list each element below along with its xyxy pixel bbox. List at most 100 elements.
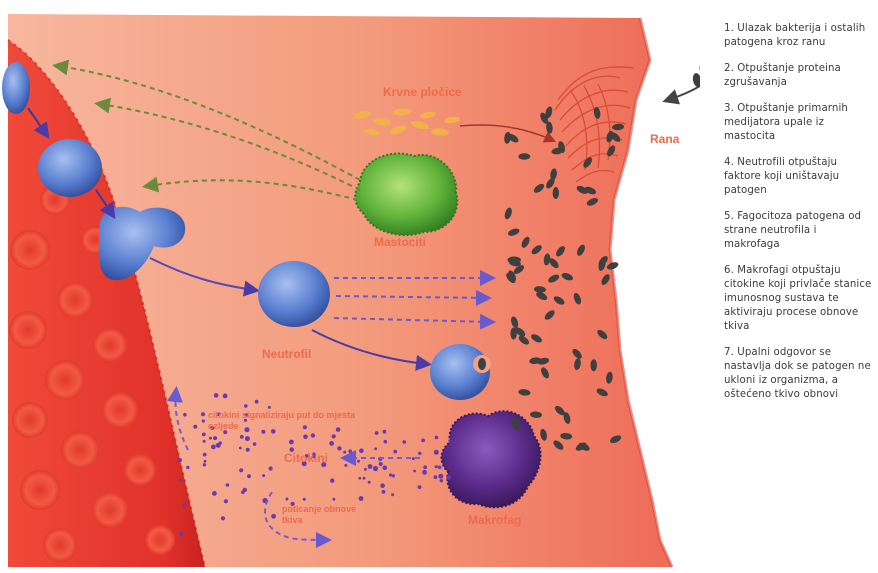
cytokine-dot xyxy=(435,436,439,440)
cytokine-dot xyxy=(224,499,228,503)
cytokine-dot xyxy=(179,532,183,536)
cytokine-dot xyxy=(359,496,364,501)
cytokine-dot xyxy=(418,452,421,455)
cytokine-dot xyxy=(343,451,346,454)
neutrophil-label: Neutrofil xyxy=(262,347,311,361)
cytokine-dot xyxy=(183,413,187,417)
step-list: 1. Ulazak bakterija i ostalih patogena k… xyxy=(724,22,874,414)
neutrophil-cell xyxy=(258,261,330,327)
cytokine-dot xyxy=(373,466,378,471)
cytokine-dot xyxy=(214,393,219,398)
tissue-repair-label-line1: poticanje obnove xyxy=(282,504,356,514)
cytokine-dot xyxy=(261,430,265,434)
cytokine-dot xyxy=(418,485,422,489)
cytokine-dot xyxy=(262,474,265,477)
cytokine-dot xyxy=(219,441,222,444)
step-6: 6. Makrofagi otpuštaju citokine koji pri… xyxy=(724,264,874,334)
cytokine-dot xyxy=(383,430,387,434)
cytokine-dot xyxy=(438,466,442,470)
cytokine-dot xyxy=(239,468,243,472)
cytokine-dot xyxy=(337,446,341,450)
cytokine-dot xyxy=(223,394,228,399)
cytokine-dot xyxy=(268,406,271,409)
cytokine-dot xyxy=(209,437,212,440)
cytokine-dot xyxy=(202,433,206,437)
cytokine-dot xyxy=(271,429,276,434)
cytokine-dot xyxy=(286,498,289,501)
step-2: 2. Otpuštanje proteina zgrušavanja xyxy=(724,62,874,90)
cytokine-dot xyxy=(255,400,259,404)
platelets-label: Krvne pločice xyxy=(383,85,462,99)
cytokine-dot xyxy=(226,483,230,487)
cytokine-dot xyxy=(203,453,207,457)
cytokine-dot xyxy=(348,449,352,453)
cytokine-dot xyxy=(333,498,336,501)
cytokine-dot xyxy=(203,440,206,443)
cytokine-dot xyxy=(212,491,217,496)
cytokine-dot xyxy=(389,473,392,476)
cytokine-dot xyxy=(246,448,250,452)
cytokine-dot xyxy=(359,448,364,453)
step-5: 5. Fagocitoza patogena od strane neutrof… xyxy=(724,210,874,252)
cytokine-dot xyxy=(344,464,347,467)
cytokine-dot xyxy=(412,457,415,460)
cytokine-dot xyxy=(423,465,427,469)
cytokine-dot xyxy=(245,427,250,432)
cytokine-dot xyxy=(271,514,276,519)
cytokine-dot xyxy=(213,436,217,440)
step-4: 4. Neutrofili otpuštaju faktore koji uni… xyxy=(724,156,874,198)
cytokine-dot xyxy=(193,425,197,429)
cytokine-dot xyxy=(245,436,250,441)
cytokine-dot xyxy=(330,479,334,483)
cytokine-dot xyxy=(448,439,451,442)
cytokine-dot xyxy=(289,440,294,445)
mast-cell-label: Mastociti xyxy=(374,235,426,249)
inflammation-diagram: Krvne pločice Rana Mastociti Neutrofil c… xyxy=(0,0,700,573)
cytokine-dot xyxy=(180,479,183,482)
cytokine-dot xyxy=(440,479,443,482)
cytokine-dot xyxy=(204,460,207,463)
cytokine-dot xyxy=(243,488,247,492)
cytokine-dot xyxy=(178,458,182,462)
pathogen xyxy=(591,359,597,371)
cytokine-dot xyxy=(434,475,438,479)
cytokine-dot xyxy=(446,475,451,480)
cytokine-dot xyxy=(329,441,334,446)
cytokine-dot xyxy=(303,498,306,501)
cytokine-dot xyxy=(374,447,377,450)
step-7: 7. Upalni odgovor se nastavlja dok se pa… xyxy=(724,346,874,402)
cytokine-dot xyxy=(336,427,341,432)
cytokine-dot xyxy=(221,516,225,520)
cytokine-dot xyxy=(364,468,367,471)
cytokine-dot xyxy=(240,435,244,439)
tissue-repair-label-line2: tkiva xyxy=(282,515,304,525)
cytokine-dot xyxy=(303,425,307,429)
cytokine-dot xyxy=(358,477,361,480)
cytokine-dot xyxy=(332,434,336,438)
cytokine-dot xyxy=(421,439,425,443)
cytokine-dot xyxy=(357,460,360,463)
cytokine-dot xyxy=(363,477,366,480)
cytokine-dot xyxy=(402,440,406,444)
cytokine-dot xyxy=(186,466,189,469)
cytokine-dot xyxy=(368,464,373,469)
wound-label: Rana xyxy=(650,132,680,146)
cytokines-label: Citokini xyxy=(284,451,328,465)
cytokine-dot xyxy=(383,466,388,471)
cytokine-dot xyxy=(413,470,416,473)
step-3: 3. Otpuštanje primarnih medijatora upale… xyxy=(724,102,874,144)
cytokine-dot xyxy=(183,503,187,507)
cytokine-dot xyxy=(434,450,439,455)
cytokine-dot xyxy=(211,445,216,450)
cytokine-dot xyxy=(435,465,438,468)
step-1: 1. Ulazak bakterija i ostalih patogena k… xyxy=(724,22,874,50)
cytokine-dot xyxy=(239,447,242,450)
cytokine-dot xyxy=(382,490,386,494)
macrophage-label: Makrofag xyxy=(468,513,521,527)
cytokine-dot xyxy=(269,466,273,470)
cytokine-dot xyxy=(203,463,206,466)
cytokine-dot xyxy=(368,481,371,484)
cytokine-dot xyxy=(393,450,397,454)
cytokine-dot xyxy=(379,462,383,466)
cytokine-dot xyxy=(247,474,251,478)
